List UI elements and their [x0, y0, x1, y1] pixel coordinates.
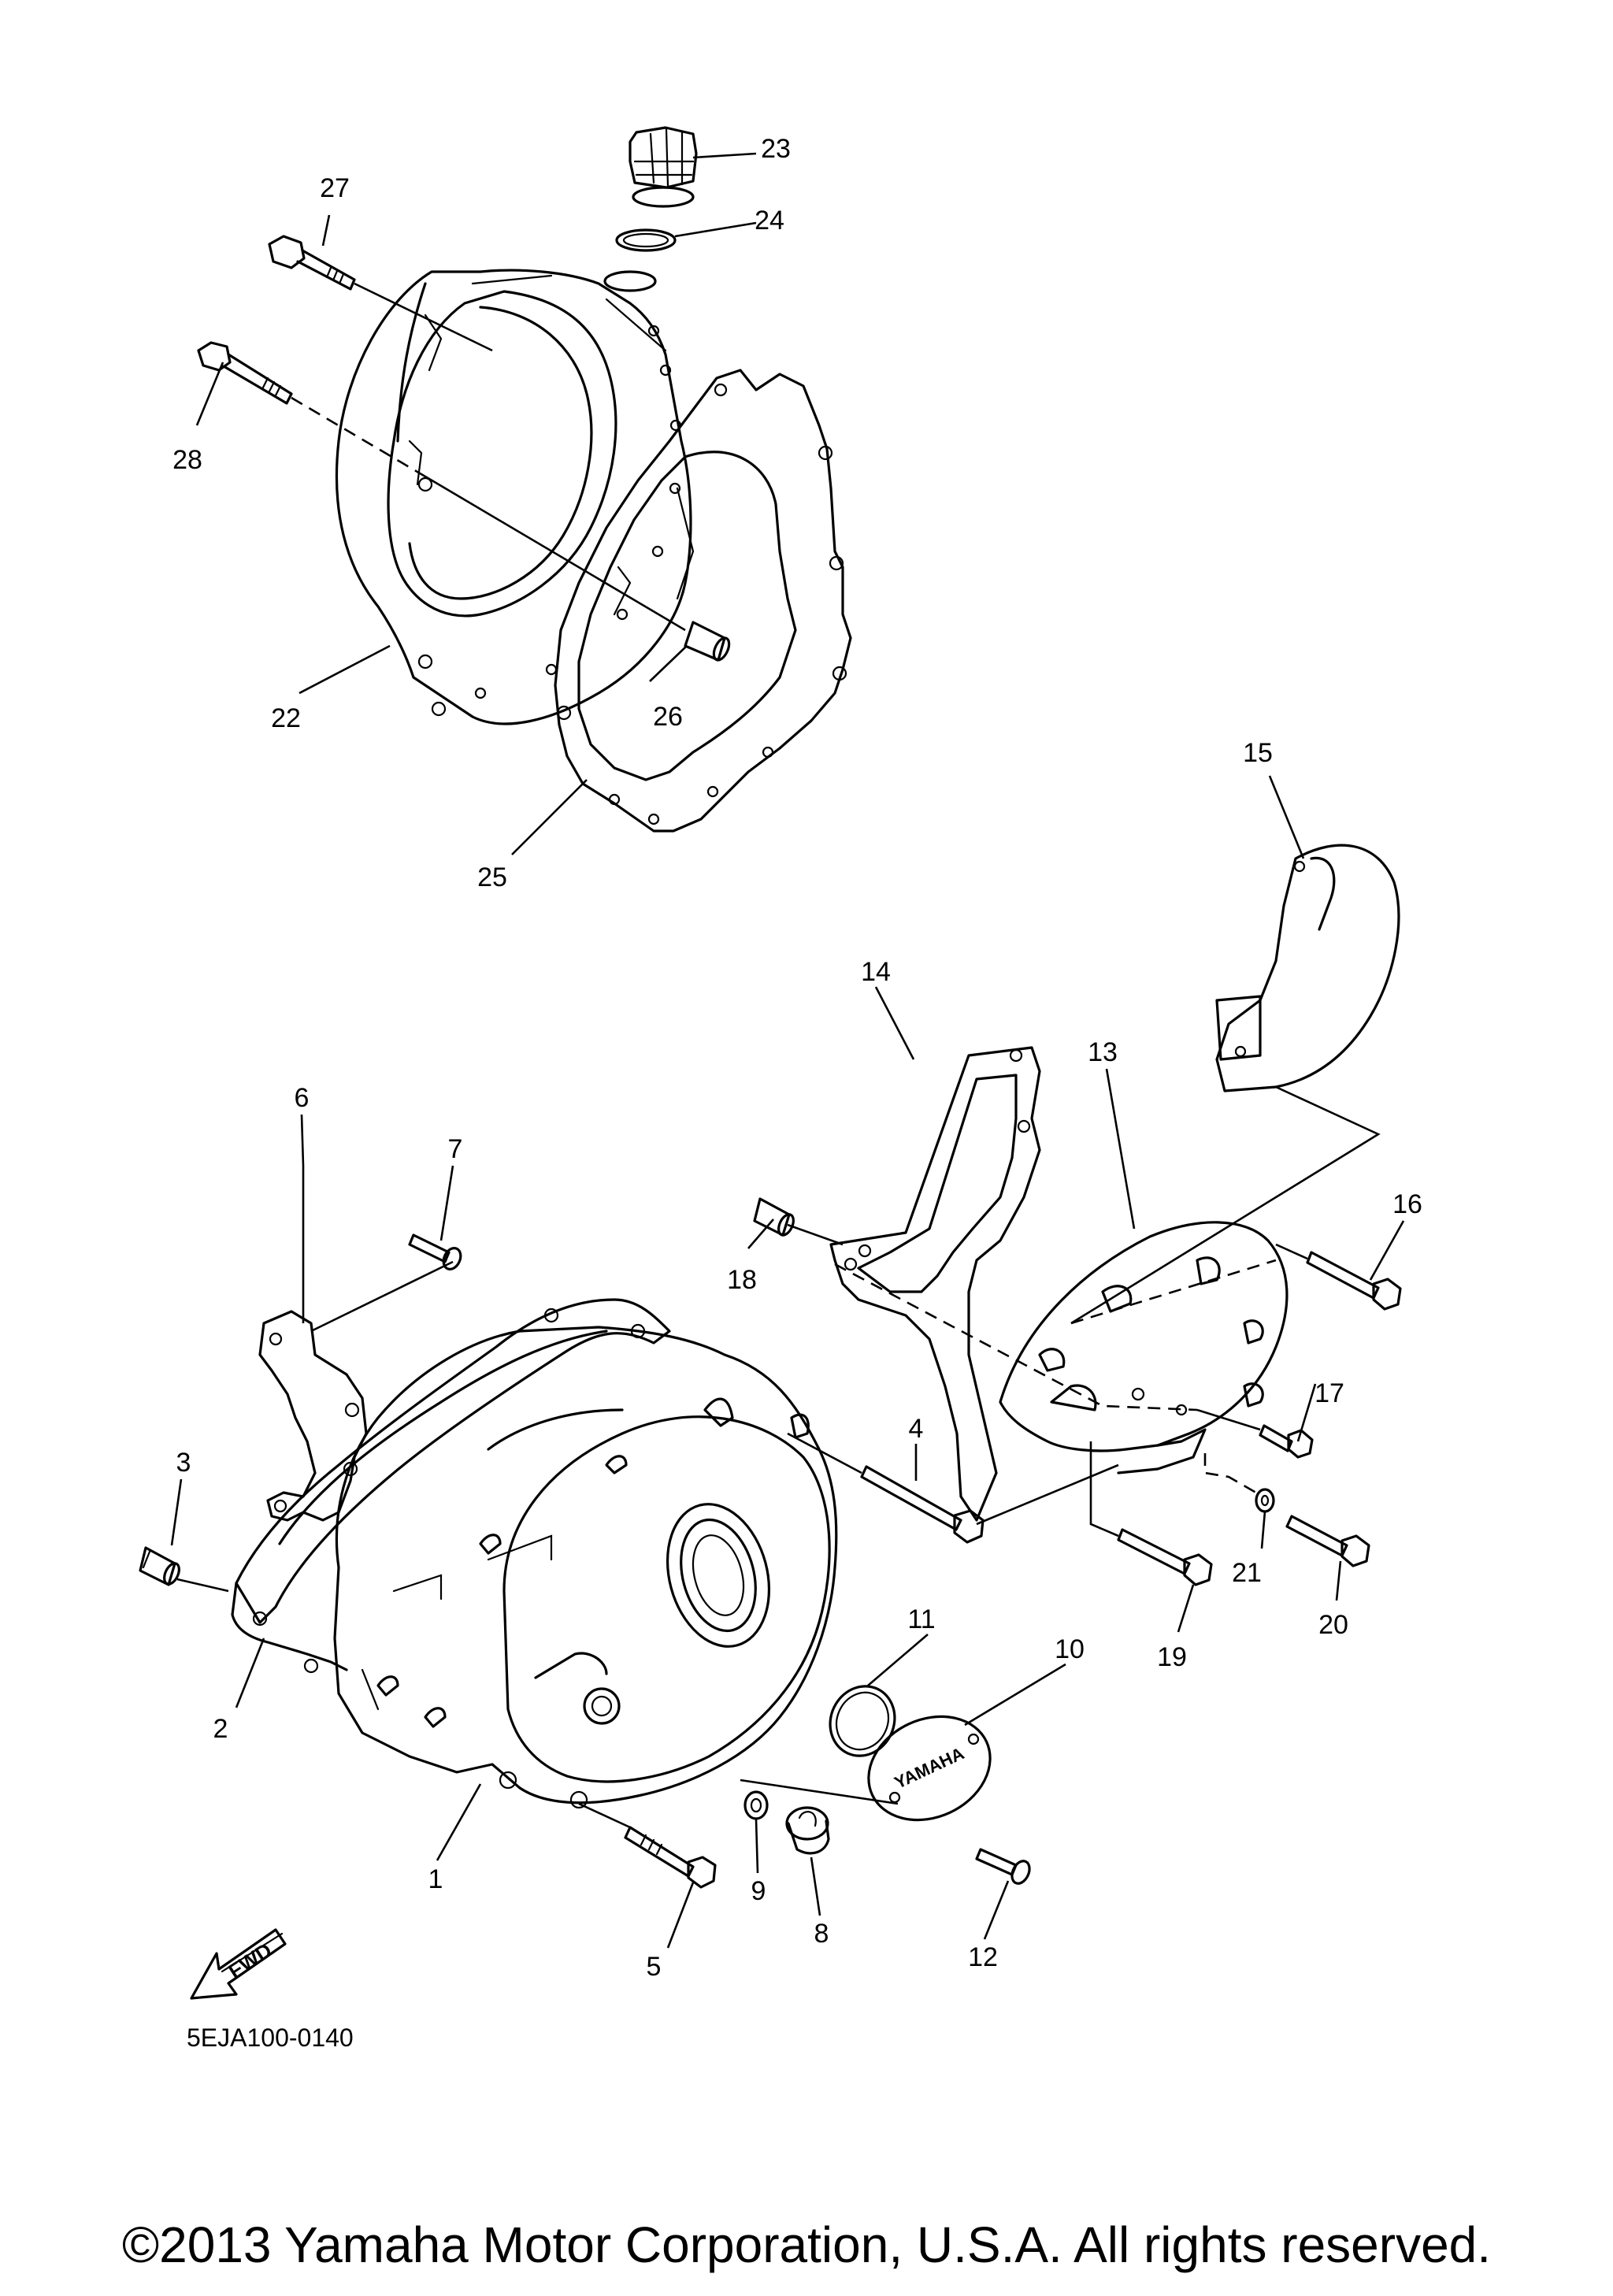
callout-5: 5: [647, 1952, 662, 1982]
callout-22: 22: [271, 703, 301, 733]
part-20-bolt: [1285, 1515, 1370, 1567]
callout-4: 4: [909, 1414, 924, 1444]
part-17-bolt: [1259, 1424, 1314, 1459]
part-28-bolt: [197, 341, 293, 405]
callout-15: 15: [1243, 738, 1273, 768]
part-1-crankcase-cover: [333, 1326, 838, 1809]
part-3-dowel-pin: [139, 1546, 180, 1586]
part-9-washer: [743, 1790, 769, 1820]
part-25-gasket: [554, 369, 852, 833]
yamaha-brand-mark: YAMAHA: [892, 1743, 967, 1793]
part-7-screw: [408, 1233, 462, 1270]
callout-12: 12: [968, 1942, 998, 1972]
part-15-side-guard: [1215, 844, 1400, 1092]
callout-7: 7: [448, 1134, 463, 1164]
callout-3: 3: [176, 1448, 191, 1478]
callout-18: 18: [727, 1265, 757, 1295]
part-12-screw: [975, 1848, 1031, 1885]
part-5-bolt: [624, 1826, 717, 1889]
callout-19: 19: [1157, 1642, 1187, 1672]
callout-24: 24: [755, 206, 784, 236]
part-16-bolt: [1306, 1251, 1402, 1311]
callout-9: 9: [751, 1876, 766, 1906]
part-19-bolt: [1117, 1528, 1213, 1586]
diagram-code: 5EJA100-0140: [187, 2023, 354, 2052]
part-14-generator-gasket: [829, 1046, 1041, 1522]
part-24-o-ring: [615, 228, 677, 252]
part-6-bracket: [258, 1310, 368, 1522]
callout-23: 23: [761, 134, 791, 164]
callout-6: 6: [295, 1083, 310, 1113]
copyright-notice: ©2013 Yamaha Motor Corporation, U.S.A. A…: [121, 2216, 1492, 2273]
callout-10: 10: [1055, 1634, 1085, 1664]
part-2-gasket: [231, 1298, 671, 1674]
part-10-cover-plate: YAMAHA: [867, 1715, 992, 1822]
callout-17: 17: [1315, 1378, 1344, 1408]
part-27-bolt: [268, 235, 356, 291]
callout-16: 16: [1392, 1189, 1422, 1219]
part-21-washer: [1255, 1488, 1275, 1513]
part-26-dowel-pin: [684, 621, 731, 662]
part-23-oil-filler-cap: [629, 126, 698, 208]
callout-8: 8: [814, 1919, 829, 1949]
callout-2: 2: [213, 1714, 228, 1744]
callout-25: 25: [477, 862, 507, 892]
callout-14: 14: [861, 957, 891, 987]
forward-arrow-icon: FWD: [190, 1928, 287, 2000]
part-18-dowel-pin: [753, 1197, 795, 1237]
fwd-label: FWD: [224, 1938, 276, 1983]
callout-28: 28: [172, 445, 202, 475]
part-22-crankcase-cover-bell: [335, 269, 692, 725]
part-11-o-ring: [829, 1685, 896, 1757]
callout-13: 13: [1088, 1037, 1118, 1067]
callout-21: 21: [1232, 1558, 1262, 1588]
callout-20: 20: [1318, 1610, 1348, 1640]
callout-1: 1: [428, 1864, 443, 1894]
part-13-generator-cover: [999, 1221, 1289, 1474]
callout-11: 11: [907, 1604, 935, 1634]
callout-26: 26: [653, 702, 683, 732]
callout-27: 27: [320, 173, 350, 203]
part-8-plug: [785, 1806, 830, 1855]
